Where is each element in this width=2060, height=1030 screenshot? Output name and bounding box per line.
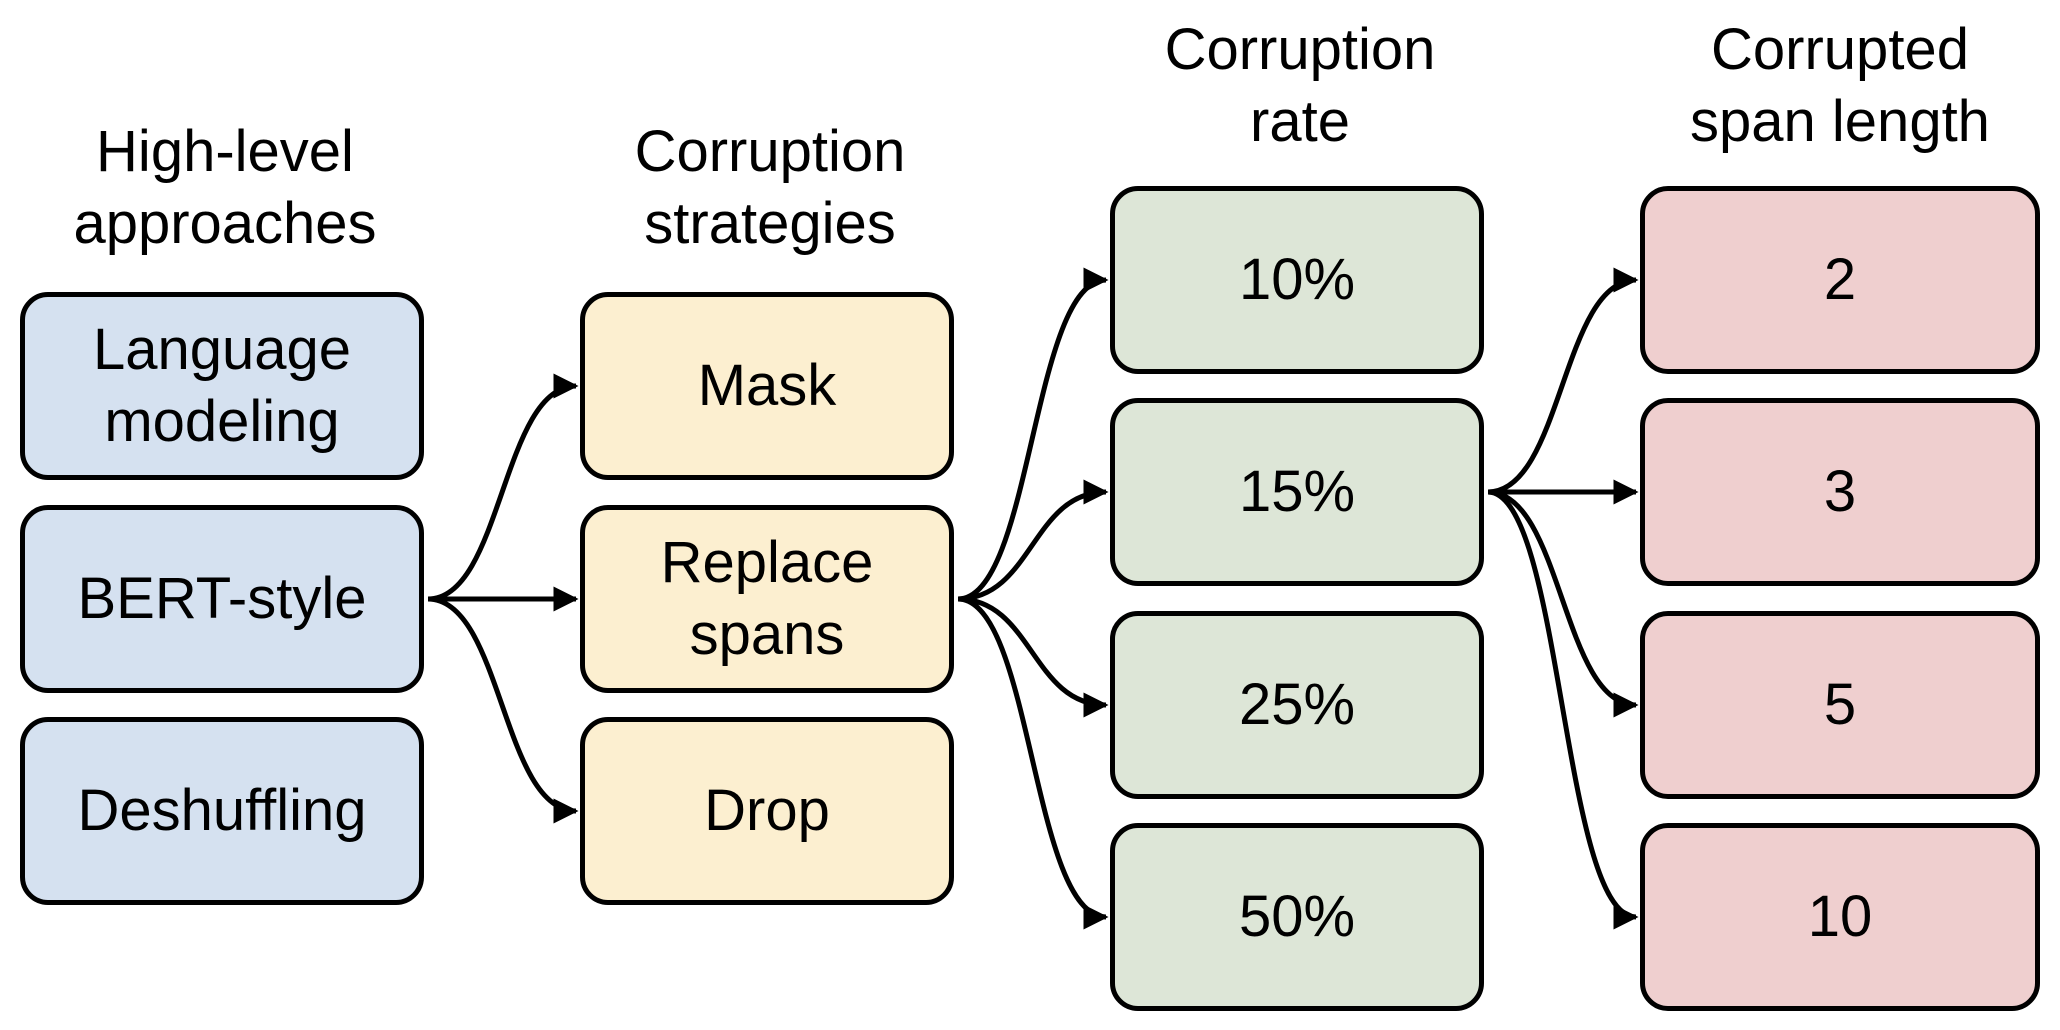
edge-rate-15-to-span: [1487, 489, 1639, 718]
node-label: 2: [1823, 247, 1857, 312]
node-label: Language: [92, 317, 352, 382]
header-line: High-level: [96, 119, 354, 184]
node-span-3: 3: [1640, 398, 2040, 586]
edge-replace-spans-to-rate: [957, 596, 1109, 930]
header-high-level-approaches: High-level approaches: [20, 116, 430, 260]
node-label: 25%: [1238, 672, 1356, 737]
node-label: 10: [1807, 884, 1873, 949]
node-label: BERT-style: [77, 566, 367, 631]
node-rate-10: 10%: [1110, 186, 1484, 374]
node-label: Mask: [697, 353, 837, 418]
edge-bert-to-strategy: [427, 596, 579, 824]
node-replace-spans: Replace spans: [580, 505, 954, 693]
node-label: 10%: [1238, 247, 1356, 312]
node-span-2: 2: [1640, 186, 2040, 374]
node-rate-50: 50%: [1110, 823, 1484, 1011]
header-line: strategies: [644, 191, 896, 256]
header-corrupted-span-length: Corrupted span length: [1640, 14, 2040, 158]
node-label: Drop: [704, 778, 830, 843]
header-line: span length: [1690, 89, 1990, 154]
node-label: 15%: [1238, 459, 1356, 524]
header-line: Corruption: [1164, 17, 1436, 82]
header-line: Corrupted: [1711, 17, 1969, 82]
edge-rate-15-to-span: [1487, 489, 1639, 930]
edge-rate-15-to-span: [1487, 267, 1639, 495]
node-label: 3: [1823, 459, 1857, 524]
node-label: Deshuffling: [77, 778, 367, 843]
header-corruption-strategies: Corruption strategies: [580, 116, 960, 260]
node-label: 50%: [1238, 884, 1356, 949]
node-deshuffling: Deshuffling: [20, 717, 424, 905]
node-span-5: 5: [1640, 611, 2040, 799]
edge-replace-spans-to-rate: [957, 479, 1109, 602]
node-bert-style: BERT-style: [20, 505, 424, 693]
header-line: Corruption: [634, 119, 906, 184]
node-mask: Mask: [580, 292, 954, 480]
node-label: modeling: [104, 389, 340, 454]
node-drop: Drop: [580, 717, 954, 905]
node-span-10: 10: [1640, 823, 2040, 1011]
node-rate-15: 15%: [1110, 398, 1484, 586]
edge-replace-spans-to-rate: [957, 267, 1109, 602]
node-language-modeling: Language modeling: [20, 292, 424, 480]
header-line: approaches: [73, 191, 377, 256]
edge-replace-spans-to-rate: [957, 596, 1109, 718]
node-label: Replace: [660, 530, 874, 595]
node-rate-25: 25%: [1110, 611, 1484, 799]
node-label: spans: [689, 602, 845, 667]
header-line: rate: [1250, 89, 1350, 154]
header-corruption-rate: Corruption rate: [1110, 14, 1490, 158]
edge-bert-to-strategy: [427, 373, 579, 602]
node-label: 5: [1823, 672, 1857, 737]
